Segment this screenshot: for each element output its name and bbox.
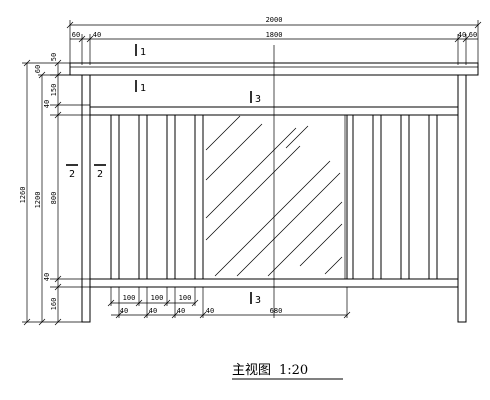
glass-hatching: [205, 115, 343, 277]
dim-baluster-100-c: 100: [179, 294, 192, 302]
caption-title: 主视图: [232, 363, 271, 378]
dim-overall-width: 2000: [266, 16, 283, 24]
dim-rail-40-lower: 40: [43, 273, 51, 281]
dim-middle-span: 1800: [266, 31, 283, 39]
section-mark-1-upper: 1: [140, 47, 146, 58]
drawing-caption: 主视图 1:20: [232, 363, 343, 380]
dim-bottom-160: 160: [50, 298, 58, 311]
glass-panel: [202, 114, 348, 280]
left-dimensions: 1260 1200 60 50 150 40 800 40 160: [19, 53, 90, 326]
section-mark-3-lower: 3: [255, 295, 261, 306]
top-dimensions: 2000 60 40 1800 40 60: [66, 16, 482, 65]
left-balusters: [110, 115, 196, 279]
dim-baluster-100-a: 100: [123, 294, 136, 302]
dim-rail-60: 60: [34, 65, 42, 73]
bottom-dimensions: 100 100 100 40 40 40 40 680: [107, 287, 351, 319]
section-mark-2-right: 2: [97, 169, 103, 180]
dim-left-post: 60: [72, 31, 80, 39]
dim-spacing-40-d: 40: [206, 307, 214, 315]
dim-right-gap: 40: [458, 31, 466, 39]
dim-spacing-40-b: 40: [149, 307, 157, 315]
dim-right-post: 60: [469, 31, 477, 39]
dim-left-gap: 40: [93, 31, 101, 39]
dim-rail-40-upper: 40: [43, 100, 51, 108]
dim-inner-height: 1200: [34, 192, 42, 209]
section-mark-3-upper: 3: [255, 94, 261, 105]
dim-overall-height: 1260: [19, 187, 27, 204]
right-post: [457, 74, 467, 323]
dim-gap-150: 150: [50, 84, 58, 97]
right-balusters: [352, 115, 438, 279]
section-mark-1-lower: 1: [140, 83, 146, 94]
left-post: [81, 74, 91, 323]
railing-structure: [69, 45, 479, 323]
dim-spacing-40-c: 40: [177, 307, 185, 315]
section-mark-2-left: 2: [69, 169, 75, 180]
section-marks: 1 1 3 3 2 2: [66, 44, 261, 306]
dim-glass-680: 680: [270, 307, 283, 315]
dim-rail-50: 50: [50, 53, 58, 61]
caption-scale: 1:20: [279, 363, 308, 378]
dim-spacing-40-a: 40: [120, 307, 128, 315]
dim-baluster-100-b: 100: [151, 294, 164, 302]
dim-panel-800: 800: [50, 192, 58, 205]
